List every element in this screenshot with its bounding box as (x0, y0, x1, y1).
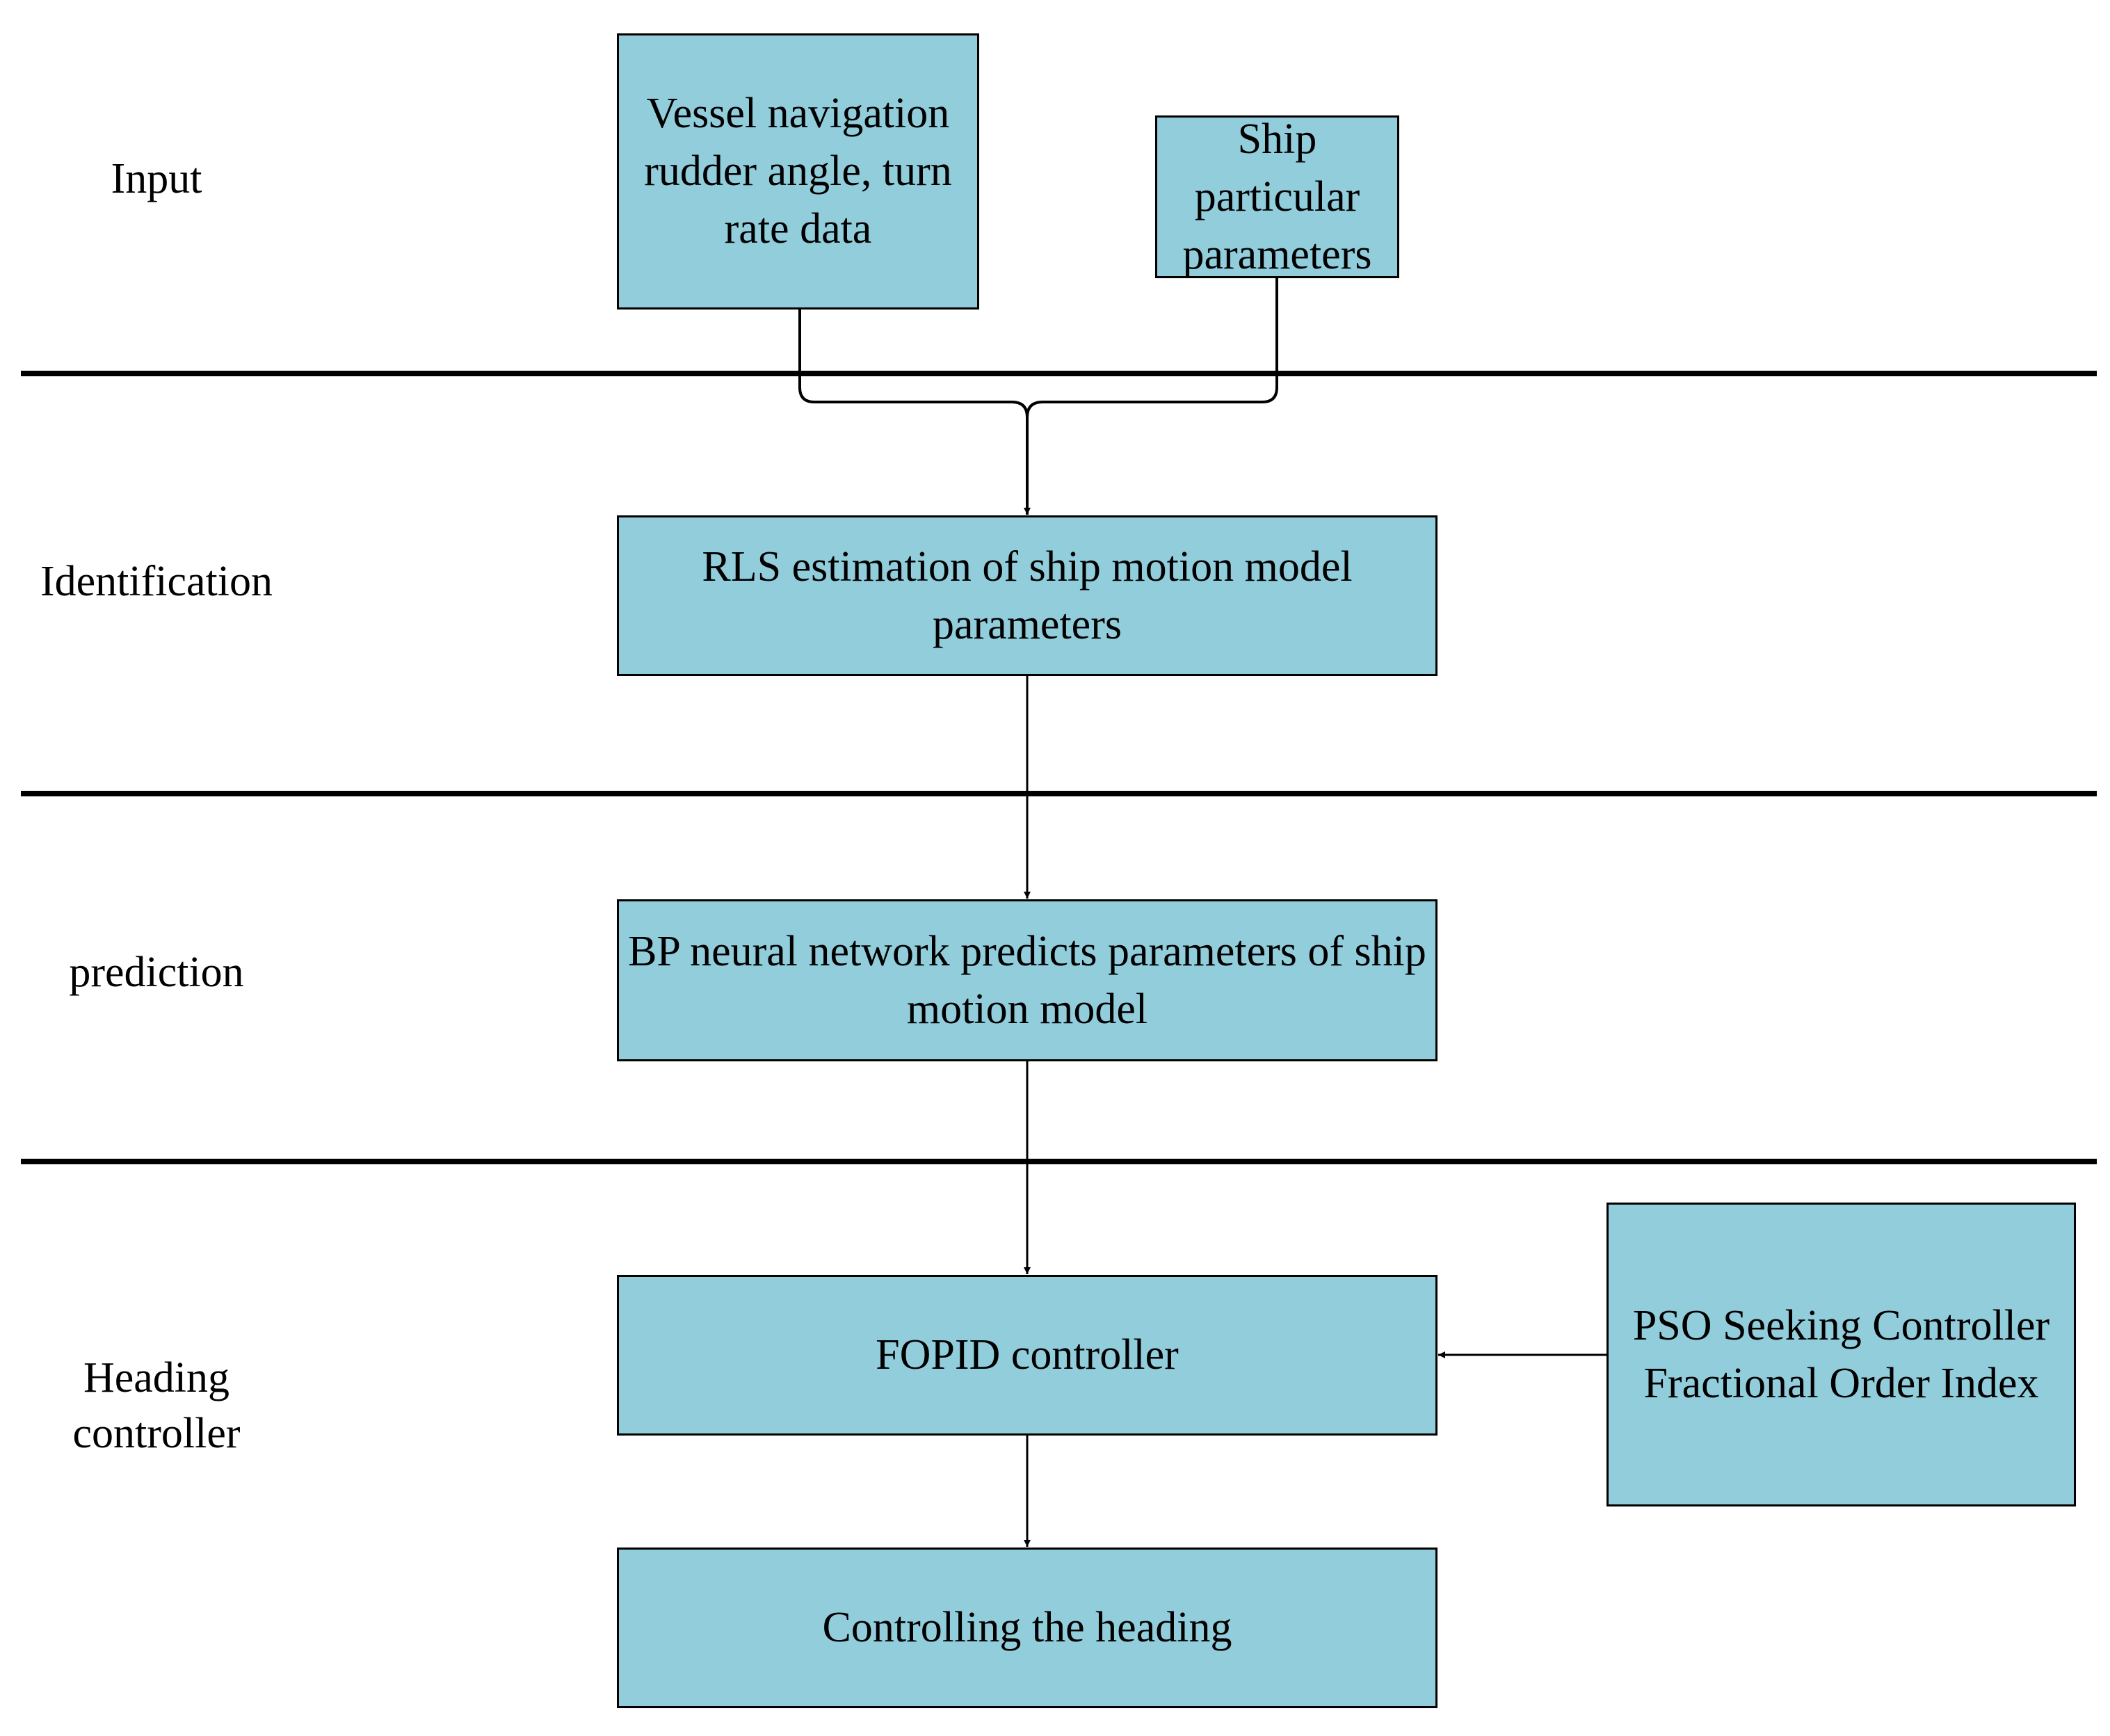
fopid-controller-box: FOPID controller (617, 1275, 1437, 1436)
vessel-navigation-box: Vessel navigation rudder angle, turn rat… (617, 33, 979, 310)
controlling-heading-box: Controlling the heading (617, 1548, 1437, 1708)
connector-ship-particulars (1026, 278, 1278, 418)
stage-label-input: Input (111, 155, 202, 202)
bp-prediction-box: BP neural network predicts parameters of… (617, 899, 1437, 1061)
pso-seeking-box: PSO Seeking Controller Fractional Order … (1606, 1203, 2076, 1506)
connector-vessel-navigation (798, 310, 1029, 418)
ship-particulars-box: Ship particular parameters (1155, 115, 1399, 278)
rls-estimation-box: RLS estimation of ship motion model para… (617, 515, 1437, 676)
stage-label-heading-controller: Heading controller (72, 1354, 241, 1457)
stage-label-prediction: prediction (69, 949, 244, 996)
stage-label-identification: Identification (40, 558, 273, 605)
